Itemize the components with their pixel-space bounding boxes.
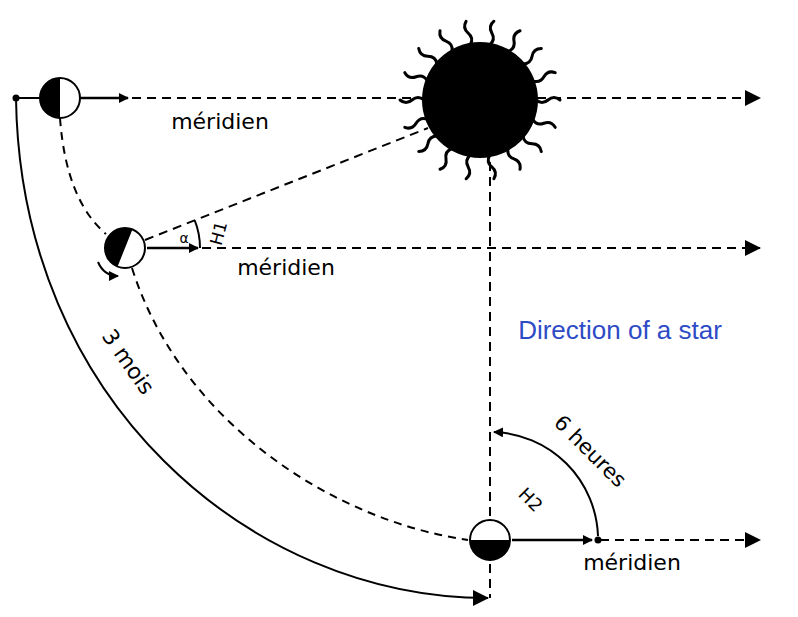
- sun-ray: [508, 31, 520, 52]
- star-direction-note: Direction of a star: [518, 316, 722, 345]
- rotation-arrow: [80, 97, 128, 100]
- meridian-line: [600, 539, 760, 541]
- sun-ray: [405, 118, 428, 128]
- angle-arc: [195, 221, 200, 249]
- sun-ray: [488, 155, 495, 179]
- earth-night-side: [470, 540, 510, 560]
- earth-night-side: [40, 78, 60, 118]
- orbit-path: [132, 268, 468, 540]
- sun: [400, 21, 560, 179]
- sun-ray: [465, 21, 472, 45]
- meridian-dot: [595, 537, 602, 544]
- meridian-label: méridien: [583, 551, 681, 575]
- sun-ray: [523, 136, 541, 151]
- star-direction-line: [489, 564, 491, 598]
- meridian-label: méridien: [237, 256, 335, 280]
- sun-ray: [400, 98, 424, 103]
- hour-angle-label: H2: [514, 484, 546, 516]
- meridian-line: [202, 247, 760, 249]
- start-dot: [13, 95, 20, 102]
- sun-direction-line: [145, 128, 428, 240]
- earth-night-side: [105, 228, 132, 267]
- sun-ray: [536, 98, 560, 103]
- sun-ray: [440, 148, 452, 169]
- duration-label: 3 mois: [97, 325, 159, 399]
- sun-ray: [466, 155, 470, 179]
- sun-ray: [419, 49, 437, 64]
- rotation-arrow: [147, 247, 198, 250]
- hour-angle-label: H1: [207, 219, 231, 247]
- meridian-label: méridien: [171, 110, 269, 134]
- star-direction-line: [489, 162, 491, 516]
- orbit-path: [60, 118, 106, 234]
- sun-ray: [508, 148, 520, 169]
- earth: [40, 78, 80, 118]
- sun-ray: [533, 72, 556, 82]
- three-month-arc: [16, 98, 488, 598]
- earth: [470, 520, 510, 560]
- sun-ray: [533, 119, 556, 127]
- sun-ray: [490, 21, 494, 45]
- sun-ray: [405, 73, 428, 81]
- earth: [105, 228, 145, 268]
- arc-start-line: [16, 97, 40, 99]
- sun-disc: [422, 42, 538, 158]
- sun-ray: [440, 31, 452, 52]
- duration-label: 6 heures: [549, 411, 630, 492]
- angle-symbol: α: [179, 231, 188, 246]
- sun-ray: [523, 49, 541, 64]
- rotation-arrow: [512, 539, 592, 542]
- sun-ray: [419, 136, 437, 151]
